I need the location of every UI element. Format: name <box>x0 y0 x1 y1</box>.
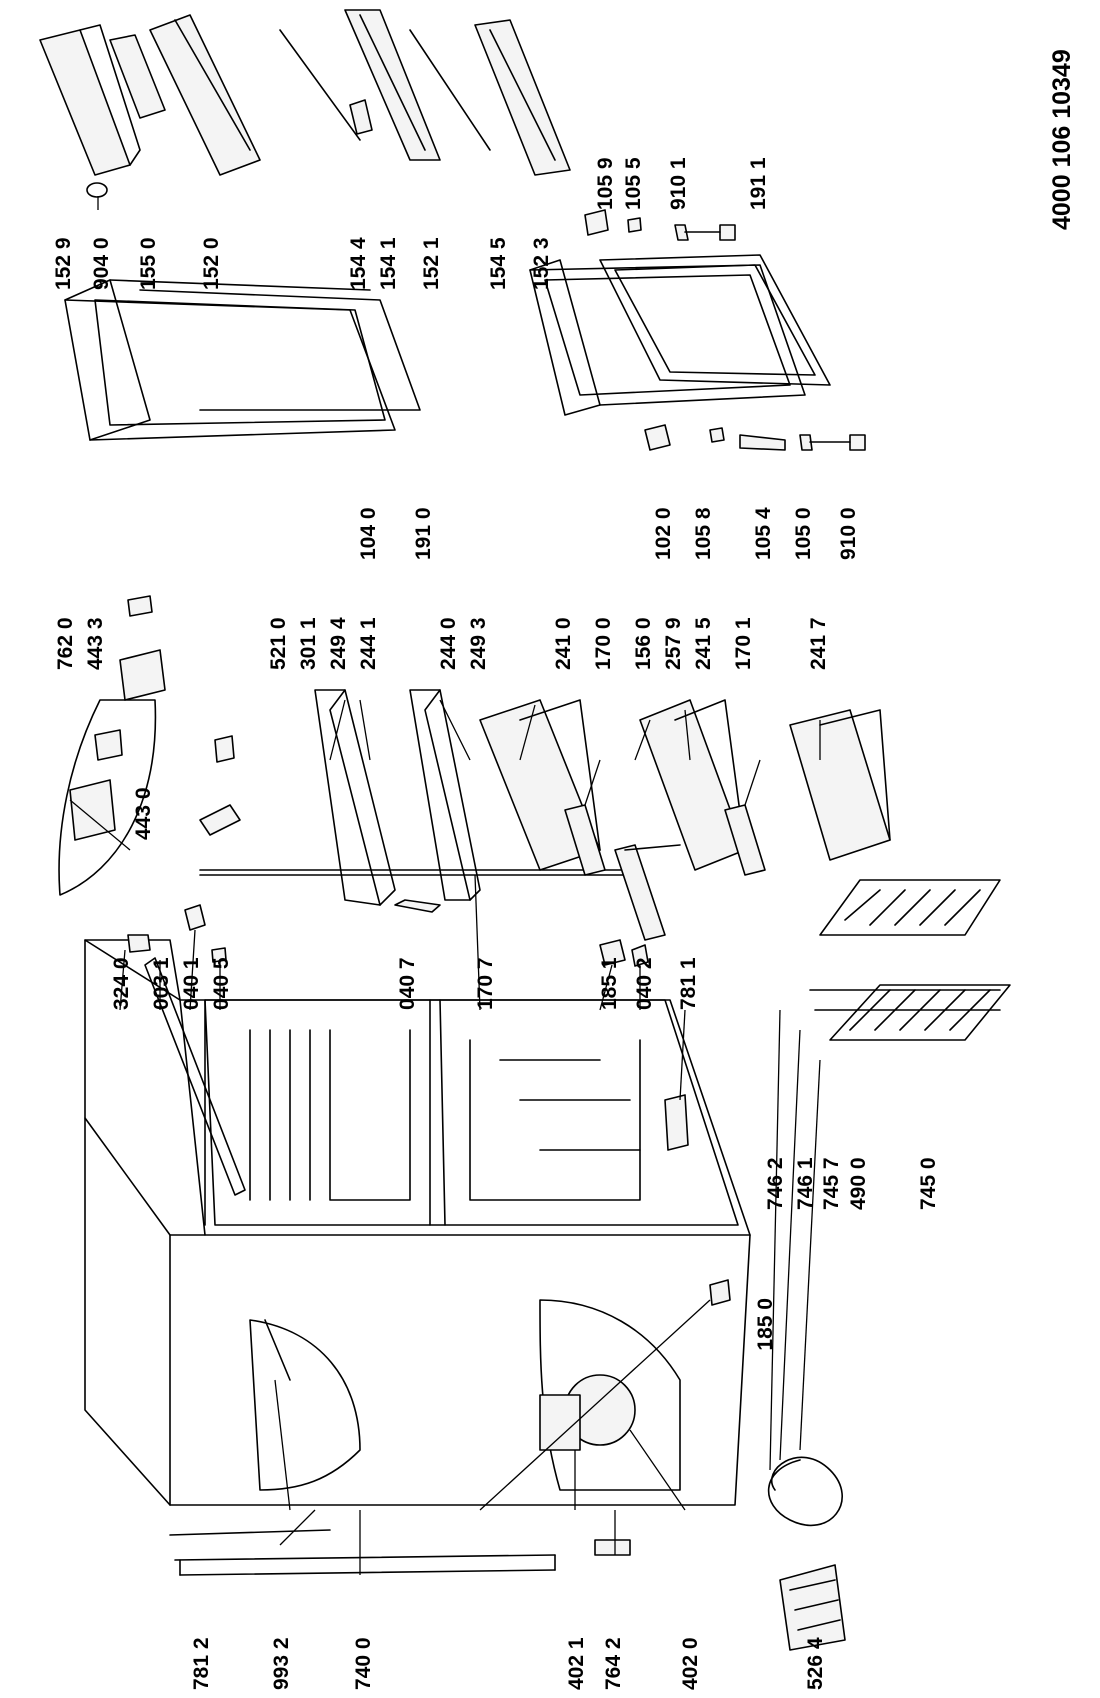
part-label-1707: 170 7 <box>474 957 497 1010</box>
part-label-1911: 191 1 <box>747 157 770 210</box>
part-label-1560: 156 0 <box>632 617 655 670</box>
part-label-1529: 152 9 <box>52 237 75 290</box>
part-label-4900: 490 0 <box>847 1157 870 1210</box>
wire-racks <box>809 879 1011 1041</box>
part-label-1050: 105 0 <box>792 507 815 560</box>
part-label-1545: 154 5 <box>487 237 510 290</box>
fan-assembly <box>58 595 241 896</box>
drawers <box>479 699 891 941</box>
part-label-1850: 185 0 <box>754 1298 777 1351</box>
part-label-9101: 910 1 <box>667 157 690 210</box>
part-label-1541: 154 1 <box>377 237 400 290</box>
part-label-2441: 244 1 <box>357 617 380 670</box>
part-label-0402: 040 2 <box>633 957 656 1010</box>
part-label-2440: 244 0 <box>437 617 460 670</box>
part-label-2415: 241 5 <box>692 617 715 670</box>
part-label-4020: 402 0 <box>679 1637 702 1690</box>
part-label-4430: 443 0 <box>132 787 155 840</box>
leader-lines <box>69 196 821 1575</box>
part-label-1523: 152 3 <box>530 237 553 290</box>
part-label-1054: 105 4 <box>752 507 775 560</box>
part-label-7400: 740 0 <box>352 1637 375 1690</box>
drawing-number: 4000 106 10349 <box>1048 49 1076 230</box>
part-label-0401: 040 1 <box>180 957 203 1010</box>
part-label-0407: 040 7 <box>396 957 419 1010</box>
part-label-2579: 257 9 <box>662 617 685 670</box>
part-label-7642: 764 2 <box>602 1637 625 1690</box>
power-cord <box>767 1456 843 1527</box>
lower-door <box>529 254 831 416</box>
part-label-7462: 746 2 <box>764 1157 787 1210</box>
part-label-1701: 170 1 <box>732 617 755 670</box>
part-label-1910: 191 0 <box>412 507 435 560</box>
part-label-5210: 521 0 <box>267 617 290 670</box>
part-label-9932: 993 2 <box>270 1637 293 1690</box>
part-label-4433: 443 3 <box>84 617 107 670</box>
part-label-1544: 154 4 <box>347 237 370 290</box>
part-label-5264: 526 4 <box>804 1637 827 1690</box>
part-label-9100: 910 0 <box>837 507 860 560</box>
door-bins <box>39 9 571 198</box>
hinge-parts <box>127 869 731 1306</box>
door-small-parts <box>584 209 866 451</box>
part-label-1521: 152 1 <box>420 237 443 290</box>
part-label-7620: 762 0 <box>54 617 77 670</box>
part-label-9040: 904 0 <box>90 237 113 290</box>
part-label-7811: 781 1 <box>677 957 700 1010</box>
part-label-7461: 746 1 <box>794 1157 817 1210</box>
part-label-1058: 105 8 <box>692 507 715 560</box>
part-label-0031: 003 1 <box>150 957 173 1010</box>
part-labels: 781 2 993 2 740 0 402 1 764 2 402 0 526 4 185 0… <box>52 157 940 1690</box>
upper-door <box>64 279 421 441</box>
glass-shelves <box>314 689 481 906</box>
part-label-7457: 745 7 <box>820 1157 843 1210</box>
part-label-0405: 040 5 <box>210 957 233 1010</box>
part-label-3011: 301 1 <box>297 617 320 670</box>
part-label-1851: 185 1 <box>598 957 621 1010</box>
part-label-1055: 105 5 <box>622 157 645 210</box>
part-label-2410: 241 0 <box>552 617 575 670</box>
part-label-1550: 155 0 <box>137 237 160 290</box>
part-label-2493: 249 3 <box>467 617 490 670</box>
part-label-4021: 402 1 <box>565 1637 588 1690</box>
part-label-1059: 105 9 <box>594 157 617 210</box>
part-label-1040: 104 0 <box>357 507 380 560</box>
cabinet-body <box>84 939 751 1506</box>
part-label-1700: 170 0 <box>592 617 615 670</box>
part-label-7450: 745 0 <box>917 1157 940 1210</box>
part-label-1520: 152 0 <box>200 237 223 290</box>
part-label-3240: 324 0 <box>110 957 133 1010</box>
part-label-2417: 241 7 <box>807 617 830 670</box>
part-label-7812: 781 2 <box>190 1637 213 1690</box>
bottom-parts <box>169 1319 846 1651</box>
part-label-2494: 249 4 <box>327 617 350 670</box>
part-label-1020: 102 0 <box>652 507 675 560</box>
